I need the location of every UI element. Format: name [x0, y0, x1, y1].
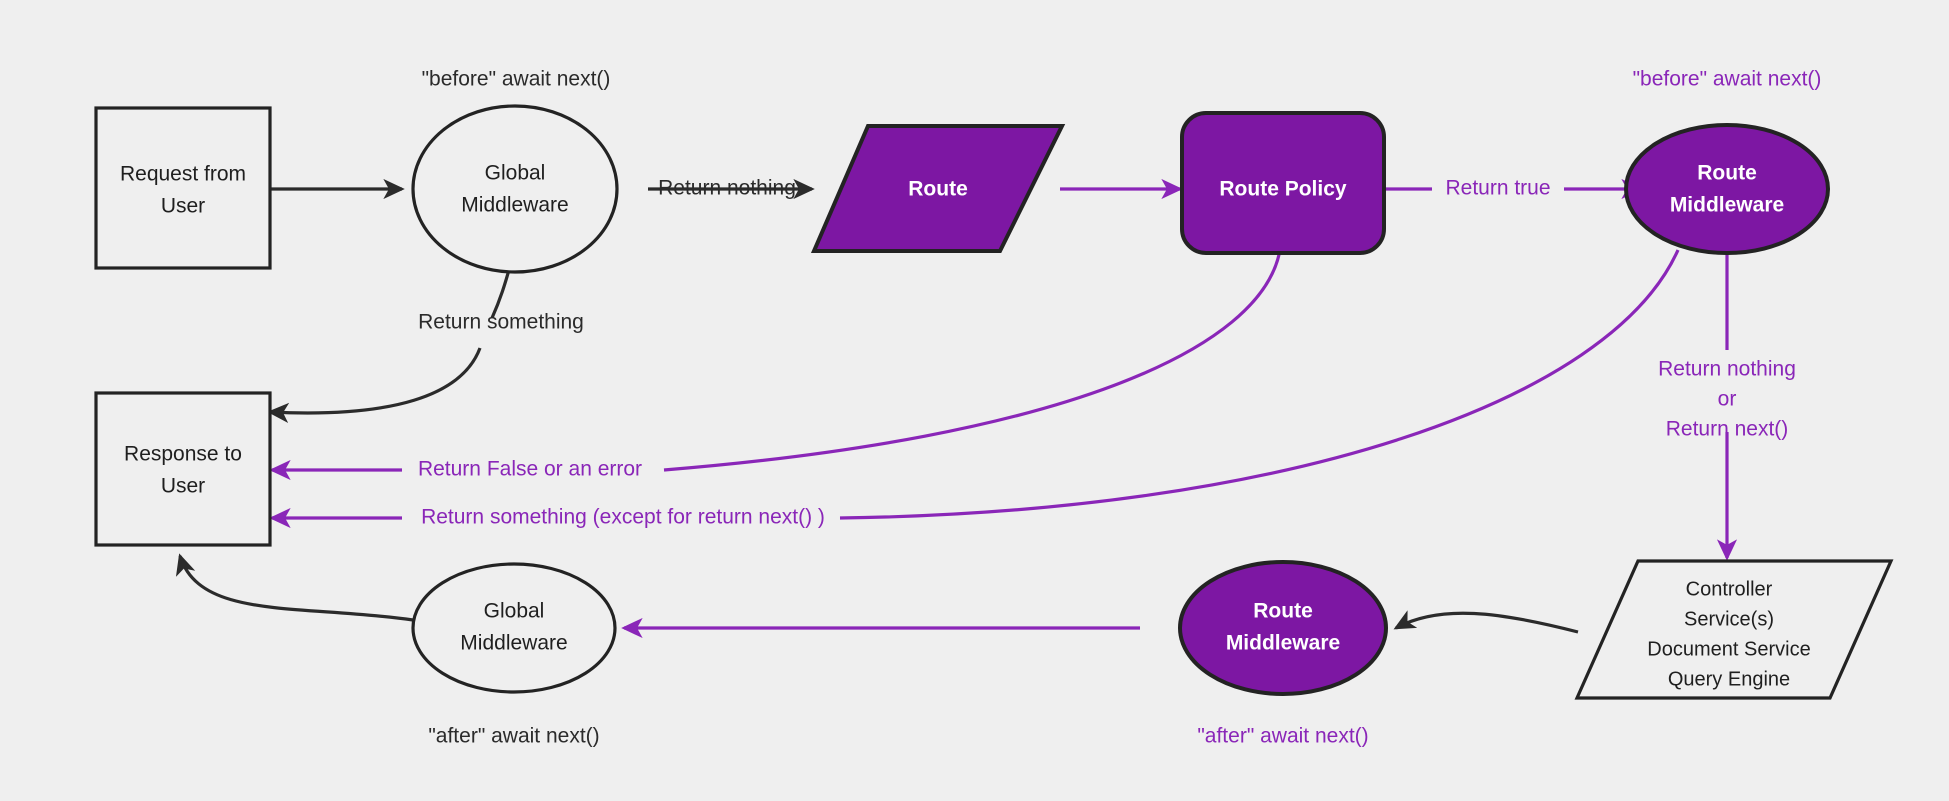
- route-policy-shape: [1180, 111, 1386, 255]
- node-route-middleware-bottom[interactable]: Route Middleware: [1178, 560, 1388, 696]
- controller-stack-label-line4: Query Engine: [1668, 668, 1790, 690]
- edge-label-return-nothing: Return nothing: [658, 177, 796, 200]
- global-middleware-top-label-line1: Global: [485, 162, 546, 185]
- controller-stack-shape: [1574, 559, 1894, 700]
- annotation-after-await-next-route-middleware: "after" await next(): [1197, 725, 1368, 748]
- response-to-user-label-line1: Response to: [124, 443, 242, 466]
- controller-stack-label-line1: Controller: [1686, 578, 1773, 600]
- edge-global-middleware-bottom-to-response: [175, 553, 414, 622]
- annotation-after-await-next-global: "after" await next(): [428, 725, 599, 748]
- node-response-to-user[interactable]: Response to User: [94, 391, 272, 547]
- route-middleware-top-shape: [1624, 123, 1830, 255]
- route-middleware-bottom-shape: [1178, 560, 1388, 696]
- edge-global-middleware-to-response-lower: [267, 347, 482, 423]
- global-middleware-bottom-shape: [411, 562, 617, 694]
- node-route-policy[interactable]: Route Policy: [1180, 111, 1386, 255]
- node-controller-stack[interactable]: Controller Service(s) Document Service Q…: [1574, 559, 1894, 700]
- node-route[interactable]: Route: [810, 124, 1066, 253]
- request-from-user-shape: [94, 106, 272, 270]
- route-middleware-top-label-line1: Route: [1697, 162, 1757, 185]
- controller-stack-label-line3: Document Service: [1647, 638, 1810, 660]
- route-middleware-bottom-label-line2: Middleware: [1226, 632, 1340, 655]
- edge-label-return-nothing-or-next-line3: Return next(): [1666, 418, 1789, 441]
- node-request-from-user[interactable]: Request from User: [94, 106, 272, 270]
- global-middleware-top-label-line2: Middleware: [461, 194, 568, 217]
- node-global-middleware-bottom[interactable]: Global Middleware: [411, 562, 617, 694]
- edge-controller-to-route-middleware-bottom: [1393, 610, 1579, 634]
- global-middleware-bottom-label-line1: Global: [484, 600, 545, 623]
- edge-label-return-something-except-next: Return something (except for return next…: [421, 506, 825, 529]
- edge-label-return-false-or-error: Return False or an error: [418, 458, 642, 481]
- request-from-user-label-line2: User: [161, 195, 205, 218]
- edge-label-return-true: Return true: [1445, 177, 1550, 200]
- global-middleware-top-shape: [411, 104, 619, 274]
- route-label: Route: [908, 178, 968, 201]
- route-middleware-top-label-line2: Middleware: [1670, 194, 1784, 217]
- route-shape: [810, 124, 1066, 253]
- controller-stack-label-line2: Service(s): [1684, 608, 1774, 630]
- edge-route-middleware-to-response-curve: [839, 249, 1680, 520]
- annotation-before-await-next-route-middleware: "before" await next(): [1633, 68, 1822, 91]
- global-middleware-bottom-label-line2: Middleware: [460, 632, 567, 655]
- edge-label-return-nothing-or-next-line1: Return nothing: [1658, 358, 1796, 381]
- response-to-user-label-line2: User: [161, 475, 205, 498]
- request-from-user-label-line1: Request from: [120, 163, 246, 186]
- edge-route-policy-to-response-curve: [663, 249, 1282, 472]
- route-policy-label: Route Policy: [1219, 178, 1347, 201]
- edge-label-return-something: Return something: [418, 311, 584, 334]
- route-middleware-bottom-label-line1: Route: [1253, 600, 1313, 623]
- response-to-user-shape: [94, 391, 272, 547]
- node-global-middleware-top[interactable]: Global Middleware: [411, 104, 619, 274]
- node-route-middleware-top[interactable]: Route Middleware: [1624, 123, 1830, 255]
- annotation-before-await-next-global: "before" await next(): [422, 68, 611, 91]
- edge-label-return-nothing-or-next-line2: or: [1718, 388, 1737, 411]
